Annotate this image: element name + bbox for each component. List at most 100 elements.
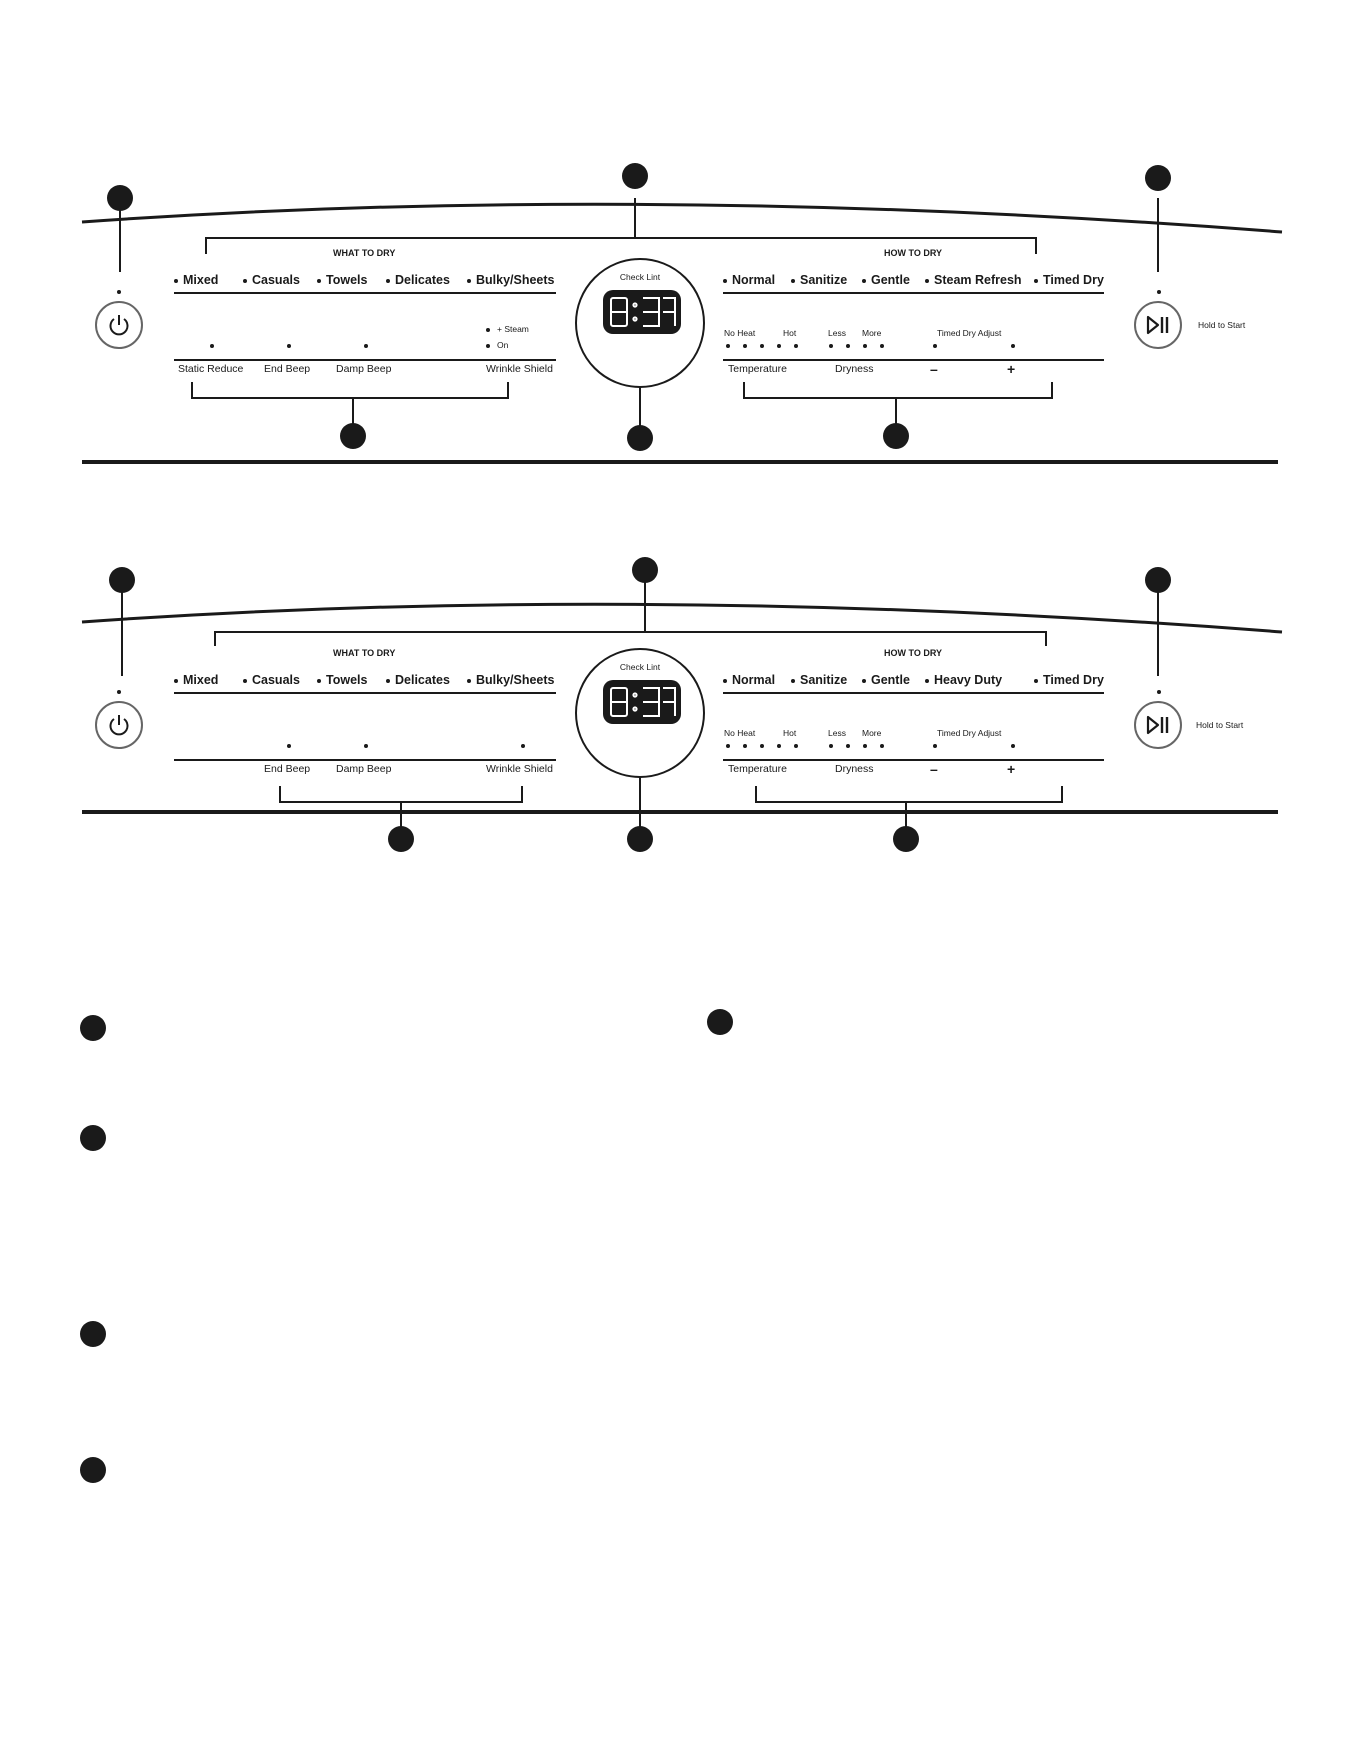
cycle-mixed-button[interactable]: Mixed — [174, 673, 218, 687]
cycle-bulky-sheets-button[interactable]: Bulky/Sheets — [467, 673, 555, 687]
option-indicator — [364, 744, 368, 748]
what-to-dry-heading: WHAT TO DRY — [333, 648, 396, 658]
control-panel-standard: Hold to Start WHAT TO DRY HOW TO DRY Mix… — [0, 557, 1361, 890]
option-indicator — [287, 344, 291, 348]
cycle-bulky-sheets-button[interactable]: Bulky/Sheets — [467, 273, 555, 287]
how-to-dry-heading: HOW TO DRY — [884, 648, 942, 658]
time-display: Check Lint — [575, 258, 705, 388]
timed-dry-adjust-label: Timed Dry Adjust — [937, 728, 1002, 738]
panel-frame-lines — [81, 582, 1283, 828]
check-lint-label: Check Lint — [619, 272, 661, 282]
time-minus-button[interactable]: – — [930, 761, 938, 777]
dryness-more-label: More — [862, 328, 882, 338]
callout-marker-icon — [622, 163, 648, 189]
panel-frame-lines — [81, 198, 1283, 464]
dryness-level-indicator — [829, 744, 833, 748]
dryness-button[interactable]: Dryness — [835, 763, 874, 775]
dryness-less-label: Less — [828, 728, 846, 738]
cycle-mixed-button[interactable]: Mixed — [174, 273, 218, 287]
dryness-level-indicator — [829, 344, 833, 348]
cycle-sanitize-button[interactable]: Sanitize — [791, 273, 847, 287]
option-indicator — [287, 744, 291, 748]
temp-hot-label: Hot — [783, 728, 797, 738]
dryness-less-label: Less — [828, 328, 846, 338]
cycle-sanitize-button[interactable]: Sanitize — [791, 673, 847, 687]
wrinkle-steam-level: + Steam — [497, 324, 529, 334]
end-beep-button[interactable]: End Beep — [264, 363, 311, 375]
temp-no-heat-label: No Heat — [724, 328, 756, 338]
time-adjust-indicator — [1011, 744, 1015, 748]
callout-marker-icon — [632, 557, 658, 583]
static-reduce-button[interactable]: Static Reduce — [178, 363, 244, 375]
callout-marker-icon — [627, 425, 653, 451]
power-button[interactable] — [95, 701, 143, 749]
time-adjust-indicator — [1011, 344, 1015, 348]
cycle-casuals-button[interactable]: Casuals — [243, 273, 300, 287]
callout-marker-icon — [883, 423, 909, 449]
option-indicator — [210, 344, 214, 348]
cycle-timed-dry-button[interactable]: Timed Dry — [1034, 673, 1104, 687]
callout-marker-icon — [1145, 567, 1171, 593]
damp-beep-button[interactable]: Damp Beep — [336, 363, 392, 375]
option-indicator — [486, 344, 490, 348]
dryness-more-label: More — [862, 728, 882, 738]
temperature-level-indicator — [794, 344, 798, 348]
time-plus-button[interactable]: + — [1007, 761, 1016, 777]
callout-marker-icon — [340, 423, 366, 449]
cycle-gentle-button[interactable]: Gentle — [862, 273, 910, 287]
power-indicator — [117, 290, 121, 294]
dryness-level-indicator — [863, 344, 867, 348]
cycle-timed-dry-button[interactable]: Timed Dry — [1034, 273, 1104, 287]
cycle-towels-button[interactable]: Towels — [317, 273, 367, 287]
cycle-delicates-button[interactable]: Delicates — [386, 673, 450, 687]
temperature-level-indicator — [726, 744, 730, 748]
what-to-dry-heading: WHAT TO DRY — [333, 248, 396, 258]
dryness-level-indicator — [863, 744, 867, 748]
wrinkle-on-level: On — [497, 340, 509, 350]
cycle-steam-refresh-button[interactable]: Steam Refresh — [925, 273, 1022, 287]
cycle-normal-button[interactable]: Normal — [723, 273, 775, 287]
cycle-normal-button[interactable]: Normal — [723, 673, 775, 687]
temperature-level-indicator — [777, 344, 781, 348]
power-icon — [109, 315, 129, 336]
cycle-delicates-button[interactable]: Delicates — [386, 273, 450, 287]
start-indicator — [1157, 690, 1161, 694]
temperature-button[interactable]: Temperature — [728, 763, 787, 775]
end-beep-button[interactable]: End Beep — [264, 763, 311, 775]
start-pause-button[interactable] — [1134, 301, 1182, 349]
cycle-casuals-button[interactable]: Casuals — [243, 673, 300, 687]
play-pause-icon — [1146, 715, 1169, 735]
check-lint-label: Check Lint — [619, 662, 661, 672]
callout-marker-icon — [107, 185, 133, 211]
cycle-heavy-duty-button[interactable]: Heavy Duty — [925, 673, 1002, 687]
wrinkle-shield-button[interactable]: Wrinkle Shield — [486, 763, 553, 775]
callout-marker-icon — [893, 826, 919, 852]
dryness-button[interactable]: Dryness — [835, 363, 874, 375]
temperature-level-indicator — [726, 344, 730, 348]
start-indicator — [1157, 290, 1161, 294]
power-indicator — [117, 690, 121, 694]
time-adjust-indicator — [933, 344, 937, 348]
temperature-button[interactable]: Temperature — [728, 363, 787, 375]
seven-segment-display-icon — [603, 290, 681, 334]
time-plus-button[interactable]: + — [1007, 361, 1016, 377]
callout-marker-icon — [388, 826, 414, 852]
callout-marker-icon — [80, 1321, 106, 1347]
temperature-level-indicator — [743, 744, 747, 748]
temperature-level-indicator — [760, 344, 764, 348]
cycle-towels-button[interactable]: Towels — [317, 673, 367, 687]
timed-dry-adjust-label: Timed Dry Adjust — [937, 328, 1002, 338]
callout-marker-icon — [80, 1015, 106, 1041]
power-button[interactable] — [95, 301, 143, 349]
callout-marker-icon — [109, 567, 135, 593]
hold-to-start-label: Hold to Start — [1196, 720, 1244, 730]
cycle-gentle-button[interactable]: Gentle — [862, 673, 910, 687]
temperature-level-indicator — [760, 744, 764, 748]
time-display: Check Lint — [575, 648, 705, 778]
wrinkle-shield-button[interactable]: Wrinkle Shield — [486, 363, 553, 375]
start-pause-button[interactable] — [1134, 701, 1182, 749]
power-icon — [109, 715, 129, 736]
temperature-level-indicator — [777, 744, 781, 748]
damp-beep-button[interactable]: Damp Beep — [336, 763, 392, 775]
time-minus-button[interactable]: – — [930, 361, 938, 377]
